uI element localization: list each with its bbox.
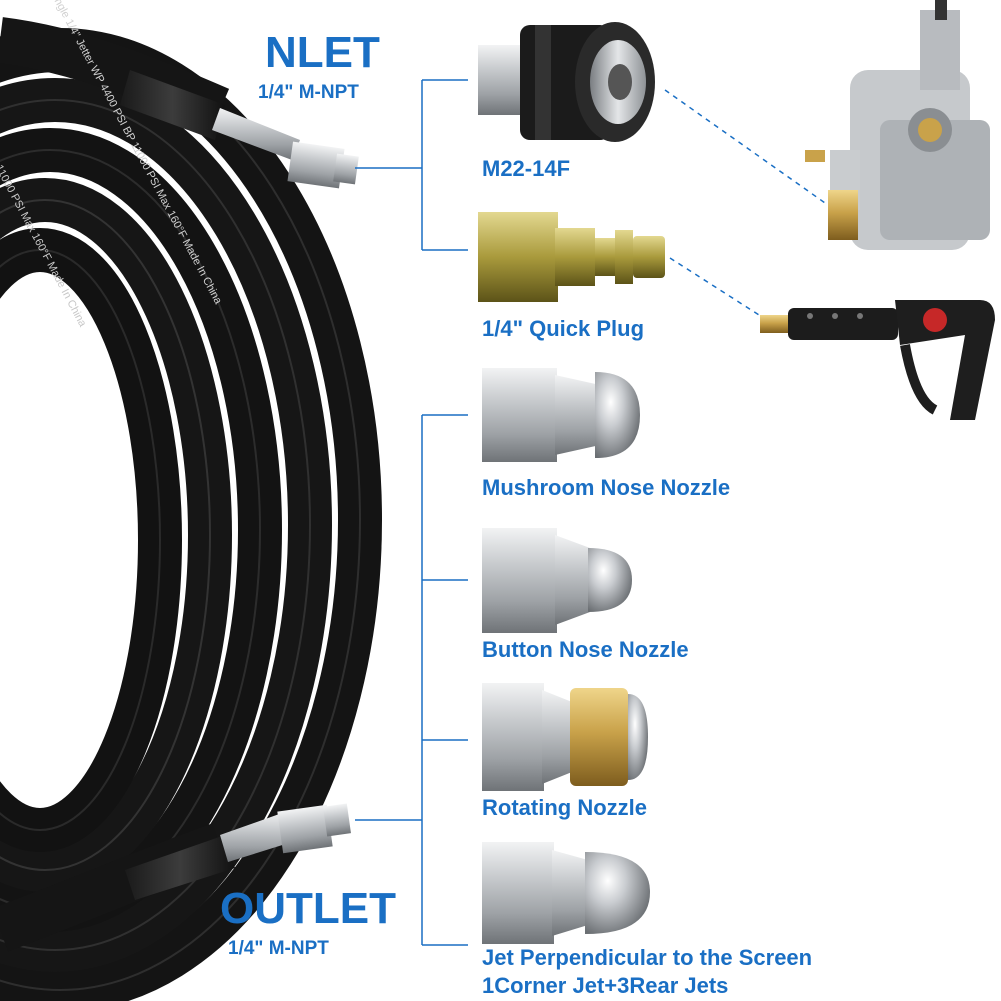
part-label-rotating-nozzle: Rotating Nozzle [482, 795, 647, 820]
pump-illustration [805, 0, 990, 250]
button-nose-nozzle [482, 528, 632, 633]
spray-gun-illustration [760, 300, 995, 420]
part-label-button-nozzle: Button Nose Nozzle [482, 637, 689, 662]
inlet-hose-end [0, 17, 359, 189]
outlet-title: OUTLET [220, 884, 396, 933]
inlet-spec: 1/4" M-NPT [258, 82, 359, 103]
hose-coil [0, 28, 382, 1001]
part-label-m22-14f: M22-14F [482, 156, 571, 181]
jet-nozzle [482, 842, 650, 944]
part-label-mushroom-nozzle: Mushroom Nose Nozzle [482, 475, 731, 500]
m22-14f-coupler [478, 22, 655, 142]
rotating-nozzle [482, 683, 648, 791]
outlet-spec: 1/4" M-NPT [228, 938, 329, 959]
part-label-jet-nozzle: Jet Perpendicular to the Screen [482, 945, 813, 970]
bracket-lines [355, 79, 468, 946]
quick-plug [478, 212, 665, 302]
part-label-quick-plug: 1/4" Quick Plug [482, 316, 645, 341]
jet-nozzle-detail: 1Corner Jet+3Rear Jets [482, 973, 729, 998]
outlet-hose-end [0, 803, 351, 952]
inlet-title: NLET [265, 28, 380, 77]
dashed-connectors [664, 89, 836, 323]
mushroom-nozzle [482, 368, 640, 462]
